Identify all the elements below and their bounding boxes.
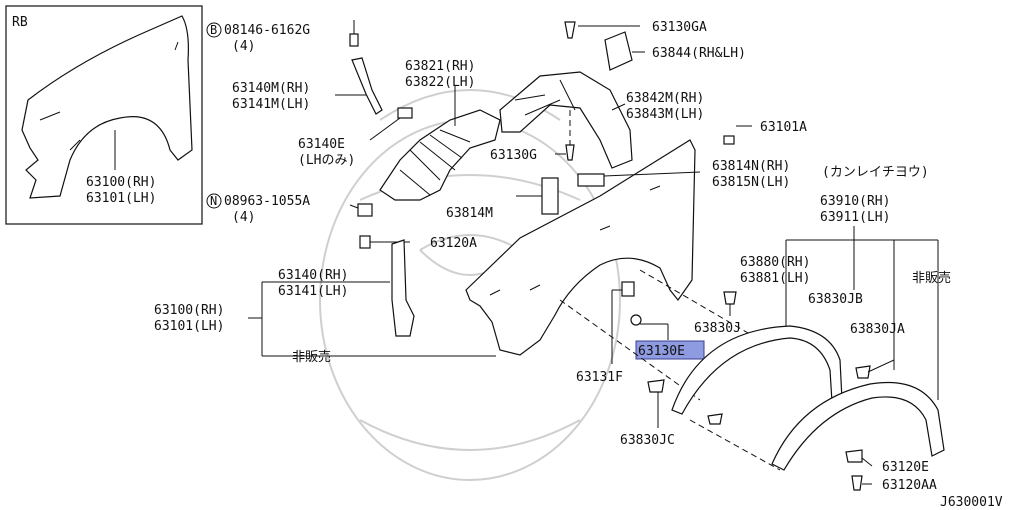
moulding-63880: 63880(RH) 63881(LH) 63830J [671, 239, 938, 425]
label-63815N-lh: 63815N(LH) [712, 175, 790, 190]
label-63131F: 63131F [576, 370, 623, 385]
label-63140M-rh: 63140M(RH) [232, 81, 310, 96]
label-63830JB: 63830JB [808, 292, 863, 307]
label-63130E: 63130E [638, 344, 685, 359]
diagram-code: J630001V [940, 495, 1003, 510]
label-63140-rh: 63140(RH) [278, 268, 348, 283]
circle-n-letter: N [210, 194, 217, 208]
label-08963-1055A: 08963-1055A [224, 194, 310, 209]
label-63821-rh: 63821(RH) [405, 59, 475, 74]
label-63844: 63844(RH&LH) [652, 46, 746, 61]
label-63842M-rh: 63842M(RH) [626, 91, 704, 106]
label-not-sold-left: 非販売 [292, 349, 331, 365]
label-08146-6162G: 08146-6162G [224, 23, 310, 38]
label-63910-rh: 63910(RH) [820, 194, 890, 209]
bracket-63140M: B 08146-6162G (4) 63140M(RH) 63141M(LH) [206, 20, 383, 115]
label-emblem: (カンレイチヨウ) [822, 165, 929, 180]
label-63814M: 63814M [446, 206, 493, 221]
circle-b-letter: B [210, 23, 217, 37]
clip-63101A: 63101A [723, 120, 807, 145]
label-63130GA: 63130GA [652, 20, 707, 35]
part-63140E: 63140E (LHのみ) [298, 107, 413, 168]
label-63830J: 63830J [694, 321, 741, 336]
label-63141-lh: 63141(LH) [278, 284, 348, 299]
label-63814N-rh: 63814N(RH) [712, 159, 790, 174]
liner-63842M: 63842M(RH) 63843M(LH) 63130G [490, 71, 704, 169]
label-63120AA: 63120AA [882, 478, 937, 493]
label-lh-only: (LHのみ) [298, 153, 355, 168]
label-63881-lh: 63881(LH) [740, 271, 810, 286]
label-63120A: 63120A [430, 236, 477, 251]
label-63830JC: 63830JC [620, 433, 675, 448]
label-63100-rh-main: 63100(RH) [154, 303, 224, 318]
bracket-63140: 63140(RH) 63141(LH) 63100(RH) 63101(LH) … [154, 239, 496, 365]
label-qty-4b: (4) [232, 210, 255, 225]
inset-label-lh: 63101(LH) [86, 191, 156, 206]
label-63101-lh-main: 63101(LH) [154, 319, 224, 334]
label-qty-4a: (4) [232, 39, 255, 54]
clips-bottom: 63120E 63120AA [845, 449, 937, 493]
label-63880-rh: 63880(RH) [740, 255, 810, 270]
inset-panel: RB 63100(RH) 63101(LH) [5, 5, 203, 225]
inset-tag: RB [12, 15, 28, 30]
clips-cluster: 63131F 63130E 63830JC [559, 269, 781, 471]
label-not-sold-right: 非販売 [912, 270, 951, 286]
label-63822-lh: 63822(LH) [405, 75, 475, 90]
inset-label-rh: 63100(RH) [86, 175, 156, 190]
main-fender: 63814N(RH) 63815N(LH) (カンレイチヨウ) 63814M [446, 139, 929, 356]
label-63843M-lh: 63843M(LH) [626, 107, 704, 122]
highlight-63130E [635, 340, 705, 360]
label-63101A: 63101A [760, 120, 807, 135]
label-63141M-lh: 63141M(LH) [232, 97, 310, 112]
inset-fender-shape [21, 15, 193, 199]
label-63130G: 63130G [490, 148, 537, 163]
label-63140E: 63140E [298, 137, 345, 152]
liner-63821: 63821(RH) 63822(LH) [379, 59, 501, 201]
flare-63910: 63910(RH) 63911(LH) 非販売 63830JB 63830JA [771, 194, 951, 471]
label-63911-lh: 63911(LH) [820, 210, 890, 225]
clip-63130GA: 63130GA 63844(RH&LH) [564, 20, 746, 71]
label-63120E: 63120E [882, 460, 929, 475]
nut-08963: N 08963-1055A (4) 63120A [206, 193, 477, 251]
label-63830JA: 63830JA [850, 322, 905, 337]
